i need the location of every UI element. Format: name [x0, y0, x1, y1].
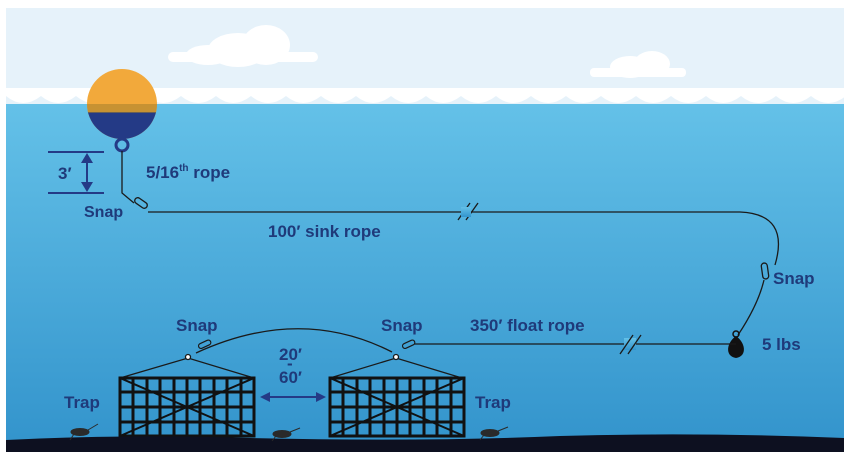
spacing-arrow	[260, 392, 326, 402]
trap-icon	[328, 376, 466, 438]
shrimp-icon	[479, 426, 509, 441]
snap-icon	[134, 197, 148, 209]
rope-break-mark	[619, 334, 642, 355]
rope-diameter-word: rope	[189, 163, 231, 182]
snap-icon	[401, 339, 416, 350]
weight-icon	[728, 330, 744, 358]
rope-diameter-suffix: th	[179, 163, 188, 174]
buoy-line	[121, 151, 135, 204]
snap-label-trap-left: Snap	[176, 316, 218, 335]
rope-break-mark	[457, 202, 479, 221]
sink-rope	[148, 211, 780, 266]
rope-diameter-value: 5/16	[146, 163, 179, 182]
weight-label: 5 lbs	[762, 335, 801, 354]
sink-rope-label: 100′ sink rope	[268, 222, 381, 241]
seabed	[6, 434, 844, 452]
snap-icon	[760, 262, 770, 280]
trap-icon	[118, 376, 256, 438]
waves	[6, 88, 846, 103]
trap-label-right: Trap	[475, 393, 511, 412]
shrimp-icon	[271, 427, 301, 442]
snap-label-right: Snap	[773, 269, 815, 288]
spacing-min-label: 20′	[279, 345, 302, 364]
rope-diameter-label: 5/16th rope	[146, 163, 230, 182]
float-rope-label: 350′ float rope	[470, 316, 585, 335]
trap-connector-rope	[195, 328, 393, 354]
spacing-max-label: 60′	[279, 368, 302, 387]
cloud-icon	[168, 25, 318, 67]
weight-line	[737, 279, 765, 336]
snap-label-buoy: Snap	[84, 204, 123, 221]
trap-label-left: Trap	[64, 393, 100, 412]
snap-icon	[197, 339, 212, 350]
three-foot-dimension	[48, 151, 104, 194]
spacing-dash: -	[287, 354, 293, 373]
right-trap-bridle	[329, 353, 463, 379]
snap-label-trap-right: Snap	[381, 316, 423, 335]
left-trap-bridle	[119, 353, 255, 379]
cloud-icon	[590, 51, 686, 78]
three-foot-label: 3′	[58, 164, 72, 183]
shrimp-icon	[69, 423, 99, 441]
